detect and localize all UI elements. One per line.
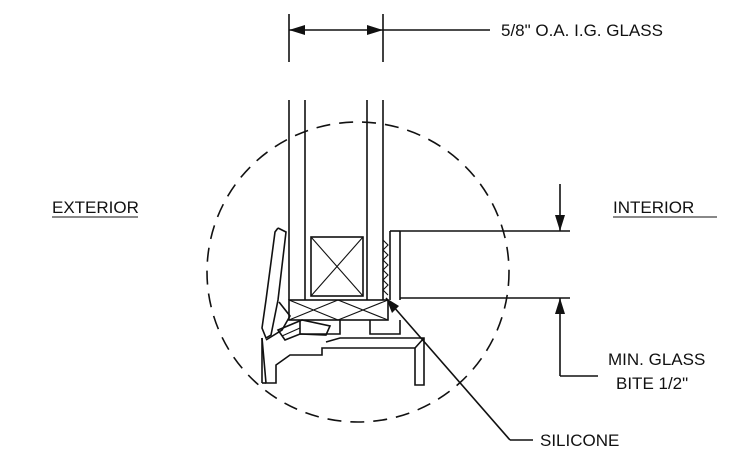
glass-thickness-dimension [288,14,490,62]
detail-circle [206,121,510,423]
silicone-bead [382,239,389,296]
glass-bite-label-line1: MIN. GLASS [608,350,705,369]
interior-label: INTERIOR [613,198,694,217]
ig-spacer [310,236,364,297]
silicone-leader [385,297,533,441]
interior-frame-leg [389,230,570,300]
frame-body [261,320,425,386]
exterior-label: EXTERIOR [52,198,139,217]
glass-thickness-label: 5/8" O.A. I.G. GLASS [501,21,663,40]
glass-bite-dimension [555,184,598,377]
silicone-label: SILICONE [540,431,619,450]
ig-glass-unit [288,100,384,300]
glazing-gasket [276,319,332,341]
exterior-glazing-bead [261,227,291,341]
glass-bite-label-line2: BITE 1/2" [616,374,688,393]
setting-block [288,299,389,321]
